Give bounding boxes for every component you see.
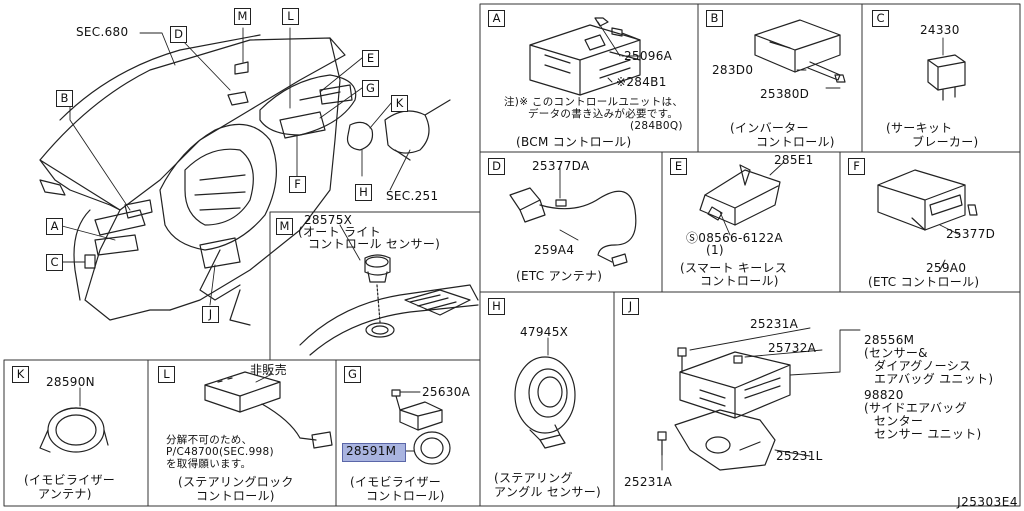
callout-b[interactable]: B <box>56 90 73 107</box>
panel-g-caption-2: コントロール) <box>366 489 445 503</box>
callout-c[interactable]: C <box>46 254 63 271</box>
smart-keyless-drawing <box>699 164 781 226</box>
panel-g-letter: G <box>344 366 361 383</box>
panel-k-part-28590n: 28590N <box>46 375 95 389</box>
panel-k-caption-2: アンテナ) <box>38 487 92 501</box>
panel-j-desc-7: センター <box>874 414 924 428</box>
callout-m[interactable]: M <box>234 8 251 25</box>
panel-a-letter: A <box>488 10 505 27</box>
callout-j[interactable]: J <box>202 306 219 323</box>
dashboard-illustration <box>39 34 451 326</box>
panel-b-caption-2: コントロール) <box>756 135 835 149</box>
panel-b-letter: B <box>706 10 723 27</box>
callout-h[interactable]: H <box>355 184 372 201</box>
panel-j-desc-1: 28556M <box>864 333 915 347</box>
panel-b-part-283d0: 283D0 <box>712 63 754 77</box>
panel-a-caption: (BCM コントロール) <box>516 135 632 149</box>
panel-f-part-259a0: 259A0 <box>926 261 967 275</box>
auto-light-sensor-drawing <box>299 254 479 356</box>
panel-c-part-24330: 24330 <box>920 23 960 37</box>
overview-leaders <box>61 27 411 306</box>
panel-l-note-3: を取得願います。 <box>166 458 252 470</box>
panel-g-part-28591m[interactable]: 28591M <box>346 444 397 458</box>
panel-a-part-25096a: 25096A <box>624 49 673 63</box>
panel-e-caption-1: (スマート キーレス <box>680 261 788 275</box>
panel-c-letter: C <box>872 10 889 27</box>
panel-l-note-1: 分解不可のため、 <box>166 434 253 446</box>
panel-c-caption-2: ブレーカー) <box>912 135 979 149</box>
highlighted-part-28591m[interactable] <box>342 443 406 462</box>
panel-a-part-284b1: ※284B1 <box>616 75 667 89</box>
immobilizer-control-drawing <box>391 389 451 465</box>
panel-h-caption-1: (ステアリング <box>494 471 573 485</box>
panel-g-part-25630a: 25630A <box>422 385 471 399</box>
panel-e-letter: E <box>670 158 687 175</box>
panel-j-desc-5: 98820 <box>864 388 904 402</box>
panel-a-note-3: (284B0Q) <box>630 120 683 132</box>
panel-borders <box>3 3 1021 507</box>
circuit-breaker-drawing <box>927 54 966 101</box>
panel-l-not-for-sale: 非販売 <box>250 363 287 377</box>
callout-d[interactable]: D <box>170 26 187 43</box>
airbag-unit-drawing <box>657 347 791 471</box>
panel-d-letter: D <box>488 158 505 175</box>
etc-control-drawing <box>877 169 978 231</box>
diagram-code: J25303E4 <box>957 495 1018 509</box>
sec251-label: SEC.251 <box>386 189 439 203</box>
panel-j-desc-6: (サイドエアバッグ <box>864 401 967 415</box>
panel-j-part-25231a-top: 25231A <box>750 317 799 331</box>
panel-e-qty: (1) <box>706 243 724 257</box>
panel-m-part-28575x: 28575X <box>304 213 353 227</box>
panel-j-desc-3: ダイアグノーシス <box>874 359 972 373</box>
panel-j-desc-4: エアバッグ ユニット) <box>874 372 994 386</box>
callout-g[interactable]: G <box>362 80 379 97</box>
panel-h-letter: H <box>488 298 505 315</box>
panel-l-note-2: P/C48700(SEC.998) <box>166 446 274 458</box>
panel-k-letter: K <box>12 366 29 383</box>
etc-antenna-drawing <box>509 187 637 267</box>
sec680-label: SEC.680 <box>76 25 129 39</box>
panel-f-letter: F <box>848 158 865 175</box>
panel-m-label-2: コントロール センサー) <box>308 237 441 251</box>
panel-m-label-1: (オート ライト <box>298 225 381 239</box>
panel-j-letter: J <box>622 298 639 315</box>
panel-m-letter: M <box>276 218 293 235</box>
panel-j-part-25231a-bottom: 25231A <box>624 475 673 489</box>
panel-h-caption-2: アングル センサー) <box>494 485 602 499</box>
panel-leaders <box>79 21 961 471</box>
panel-j-part-25231l: 25231L <box>776 449 823 463</box>
panel-d-part-259a4: 259A4 <box>534 243 575 257</box>
panel-b-caption-1: (インバーター <box>730 121 809 135</box>
panel-f-caption: (ETC コントロール) <box>868 275 980 289</box>
callout-l[interactable]: L <box>282 8 299 25</box>
steering-lock-drawing <box>204 371 333 449</box>
panel-a-note-1: 注)※ このコントロールユニットは、 <box>504 96 684 108</box>
callout-a[interactable]: A <box>46 218 63 235</box>
panel-e-part-285e1: 285E1 <box>774 153 814 167</box>
panel-c-caption-1: (サーキット <box>886 121 953 135</box>
panel-d-part-25377da: 25377DA <box>532 159 590 173</box>
panel-e-caption-2: コントロール) <box>700 274 779 288</box>
panel-j-desc-2: (センサー& <box>864 346 928 360</box>
inverter-unit-drawing <box>754 19 846 83</box>
panel-g-caption-1: (イモビライザー <box>350 475 442 489</box>
steering-angle-sensor-drawing <box>514 356 576 449</box>
callout-f[interactable]: F <box>289 176 306 193</box>
panel-e-part-08566: Ⓢ08566-6122A <box>686 231 783 245</box>
panel-l-letter: L <box>158 366 175 383</box>
panel-d-caption: (ETC アンテナ) <box>516 269 603 283</box>
panel-b-part-25380d: 25380D <box>760 87 810 101</box>
panel-l-caption-2: コントロール) <box>196 489 275 503</box>
panel-a-note-2: データの書き込みが必要です。 <box>528 108 679 120</box>
callout-k[interactable]: K <box>391 95 408 112</box>
immobilizer-antenna-drawing <box>39 407 109 453</box>
panel-k-caption-1: (イモビライザー <box>24 473 116 487</box>
panel-l-caption-1: (ステアリングロック <box>178 475 294 489</box>
panel-j-part-25732a: 25732A <box>768 341 817 355</box>
panel-h-part-47945x: 47945X <box>520 325 569 339</box>
callout-e[interactable]: E <box>362 50 379 67</box>
panel-j-desc-8: センサー ユニット) <box>874 427 982 441</box>
panel-f-part-25377d: 25377D <box>946 227 996 241</box>
